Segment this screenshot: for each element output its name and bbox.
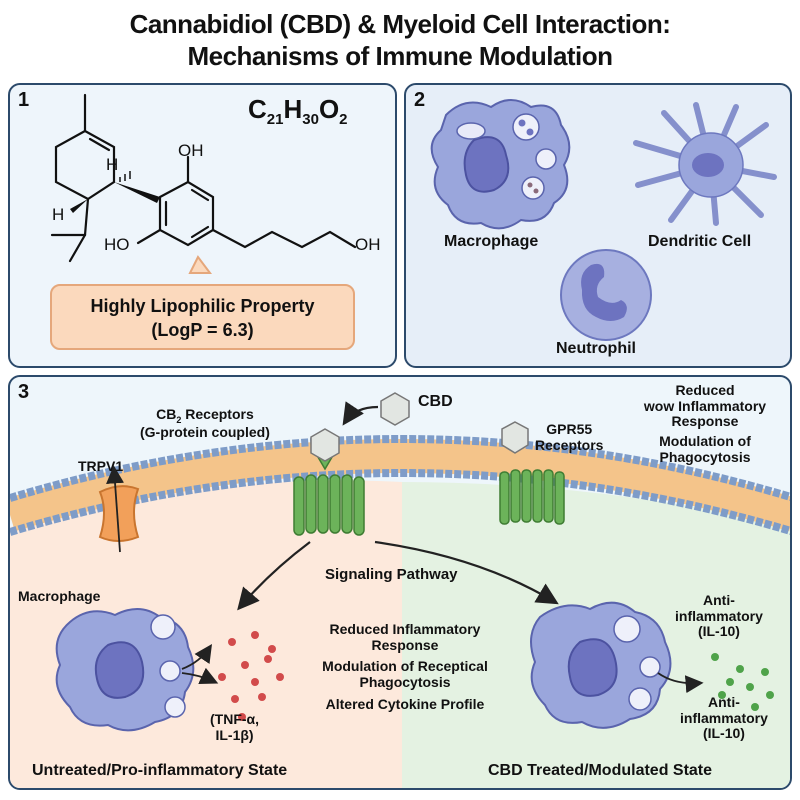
pro-cytokine-dot [268,645,276,653]
atom-label-ho: HO [104,235,130,254]
label-anti-inflammatory-1: Anti-inflammatory(IL-10) [675,592,763,640]
anti-cytokine-dot [718,691,726,699]
title-line-2: Mechanisms of Immune Modulation [187,41,613,71]
gpr55-receptor [499,469,565,525]
cbd-molecule-icon [380,392,410,426]
dendritic-nucleus [692,153,724,177]
inner-leaflet-heads [10,469,790,536]
anti-cytokine-dot [751,703,759,711]
pro-cytokine-dot [241,661,249,669]
macrophage-illustration [430,99,571,230]
pro-cytokine-dot [258,693,266,701]
panel-myeloid-cells: 2 Macrophage Dendritic Cell Neutrophil [404,83,792,368]
label-macrophage: Macrophage [444,233,539,250]
modulated-macrophage [530,601,672,729]
double-bond [88,137,111,152]
label-dendritic-cell: Dendritic Cell [648,233,752,250]
label-modulated-state: CBD Treated/Modulated State [488,762,713,779]
lipophilic-callout: Highly Lipophilic Property (LogP = 6.3) [50,284,355,350]
anti-cytokine-dot [736,665,744,673]
outer-leaflet-heads [10,435,790,502]
molecular-formula: C21H30O2 [248,94,348,129]
cbd-binding-arrow [342,401,379,426]
pro-cytokine-dot [238,713,246,721]
title-line-1: Cannabidiol (CBD) & Myeloid Cell Interac… [129,9,671,39]
pro-cytokine-dot [231,695,239,703]
panel-number: 1 [18,89,30,111]
panel-mechanism: 3 CBD CB2 Receptors (G-protein coupled) … [8,375,792,790]
trpv1-channel [98,465,140,553]
label-neutrophil: Neutrophil [556,340,636,357]
label-macrophage: Macrophage [18,588,101,604]
atom-label-h-upper: H [106,155,119,174]
anti-cytokine-dot [726,678,734,686]
atom-label-oh-top: OH [178,141,204,160]
arrow-to-untreated [237,541,311,611]
pro-cytokine-dot [276,673,284,681]
wedge-bond [114,182,160,203]
membrane-mechanism-diagram [10,392,790,788]
anti-cytokine-dot [766,691,774,699]
anti-cytokine-dot [711,653,719,661]
label-trpv1: TRPV1 [78,458,124,474]
pro-cytokine-dot [218,673,226,681]
untreated-macrophage [55,608,195,732]
label-untreated-state: Untreated/Pro-inflammatory State [32,762,288,779]
anti-cytokine-dot [761,668,769,676]
label-signaling-pathway: Signaling Pathway [325,566,458,583]
anti-cytokine-dot [746,683,754,691]
label-cbd: CBD [418,393,453,410]
figure-title: Cannabidiol (CBD) & Myeloid Cell Interac… [0,8,800,72]
benzene-ring [158,180,215,247]
pro-cytokine-dot [251,678,259,686]
pro-inflammatory-cytokines [218,631,284,721]
label-cb2-receptors: CB2 Receptors (G-protein coupled) [140,406,270,440]
panel-number: 3 [18,381,30,403]
label-anti-inflammatory-2: Anti-inflammatory(IL-10) [680,694,768,742]
callout-line-1: Highly Lipophilic Property [90,296,315,316]
atom-label-h-lower: H [52,205,65,224]
cell-illustrations [430,99,777,341]
secretion-arrow-2 [181,667,219,685]
cbd-skeletal-structure [50,93,357,274]
arrow-to-modulated [374,540,559,605]
gpr55-cbd-hexagon [501,421,529,454]
anti-inflammatory-cytokines [711,653,774,711]
wedge-bond-h [70,199,88,213]
atom-label-oh-tail: OH [355,235,381,254]
cbd-bound-hexagon [310,428,340,462]
pro-cytokine-dot [251,631,259,639]
neutrophil-illustration [560,249,652,341]
panel-number: 2 [414,89,426,111]
cb2-receptor [293,451,365,536]
alkyl-tail [211,228,357,249]
callout-line-2: (LogP = 6.3) [151,320,254,340]
secretion-arrow-1 [181,644,212,670]
label-pro-cytokines: (TNF-α,IL-1β) [210,711,260,743]
callout-pointer [188,255,212,274]
pro-cytokine-dot [264,655,272,663]
secretion-arrow-il10 [657,672,704,694]
pro-cytokine-dot [228,638,236,646]
